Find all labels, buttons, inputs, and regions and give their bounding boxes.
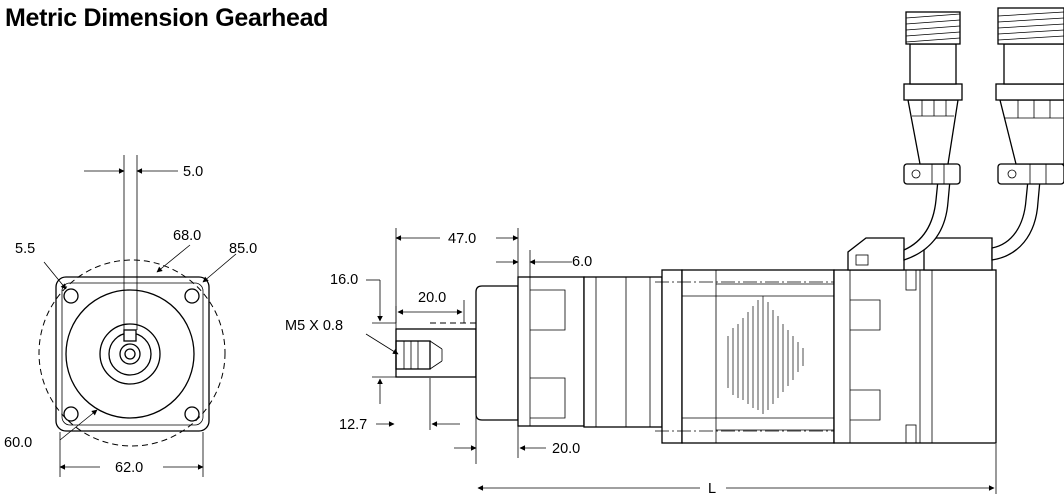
dim-shaft-dia: 12.7 <box>339 417 367 433</box>
dim-shaft-length: 47.0 <box>448 231 476 247</box>
mounting-hole-bl <box>63 406 79 422</box>
flange-square-outer <box>55 276 210 432</box>
mounting-hole-tr <box>184 288 200 304</box>
dim-key-width: 5.0 <box>183 164 203 180</box>
pilot-circle <box>65 289 195 419</box>
bolt-circle-dashed <box>38 259 226 447</box>
hub-circle-outer <box>99 323 161 385</box>
dim-pilot-length: 20.0 <box>552 441 580 457</box>
dim-overall-length: L <box>708 481 716 497</box>
dim-key-length: 20.0 <box>418 290 446 306</box>
shaft-bore <box>124 348 136 360</box>
winding-hatch <box>727 296 804 414</box>
page-title: Metric Dimension Gearhead <box>5 4 329 32</box>
dim-hole-dia: 5.5 <box>15 241 35 257</box>
dim-pilot-dia: 60.0 <box>4 435 32 451</box>
front-view <box>38 155 237 477</box>
dim-bolt-circle-inner: 68.0 <box>173 228 201 244</box>
mounting-hole-br <box>184 406 200 422</box>
motor-rear-housing <box>833 269 997 444</box>
dim-bolt-circle-outer: 85.0 <box>229 241 257 257</box>
connector-right <box>995 7 1064 185</box>
flange-square-inner <box>61 282 204 426</box>
output-shaft <box>395 328 477 378</box>
gearhead-flange <box>583 276 663 428</box>
gearhead-body <box>517 276 585 427</box>
dim-flange-thickness: 6.0 <box>572 254 592 270</box>
connector-block-right <box>923 237 993 271</box>
shaft-tapped-end <box>395 340 431 370</box>
cable-left <box>903 179 951 261</box>
cable-right <box>991 179 1041 261</box>
dim-thread: M5 X 0.8 <box>285 318 343 334</box>
shaft-circle <box>119 343 141 365</box>
mounting-hole-tl <box>63 288 79 304</box>
dim-tap-depth-ref: 16.0 <box>330 272 358 288</box>
key-slot <box>123 329 137 342</box>
connector-block-left <box>847 237 905 271</box>
dim-square: 62.0 <box>115 460 143 476</box>
side-view <box>365 7 1064 494</box>
connector-left <box>903 11 963 185</box>
motor-front-flange <box>661 269 683 444</box>
pilot-boss <box>475 285 519 421</box>
